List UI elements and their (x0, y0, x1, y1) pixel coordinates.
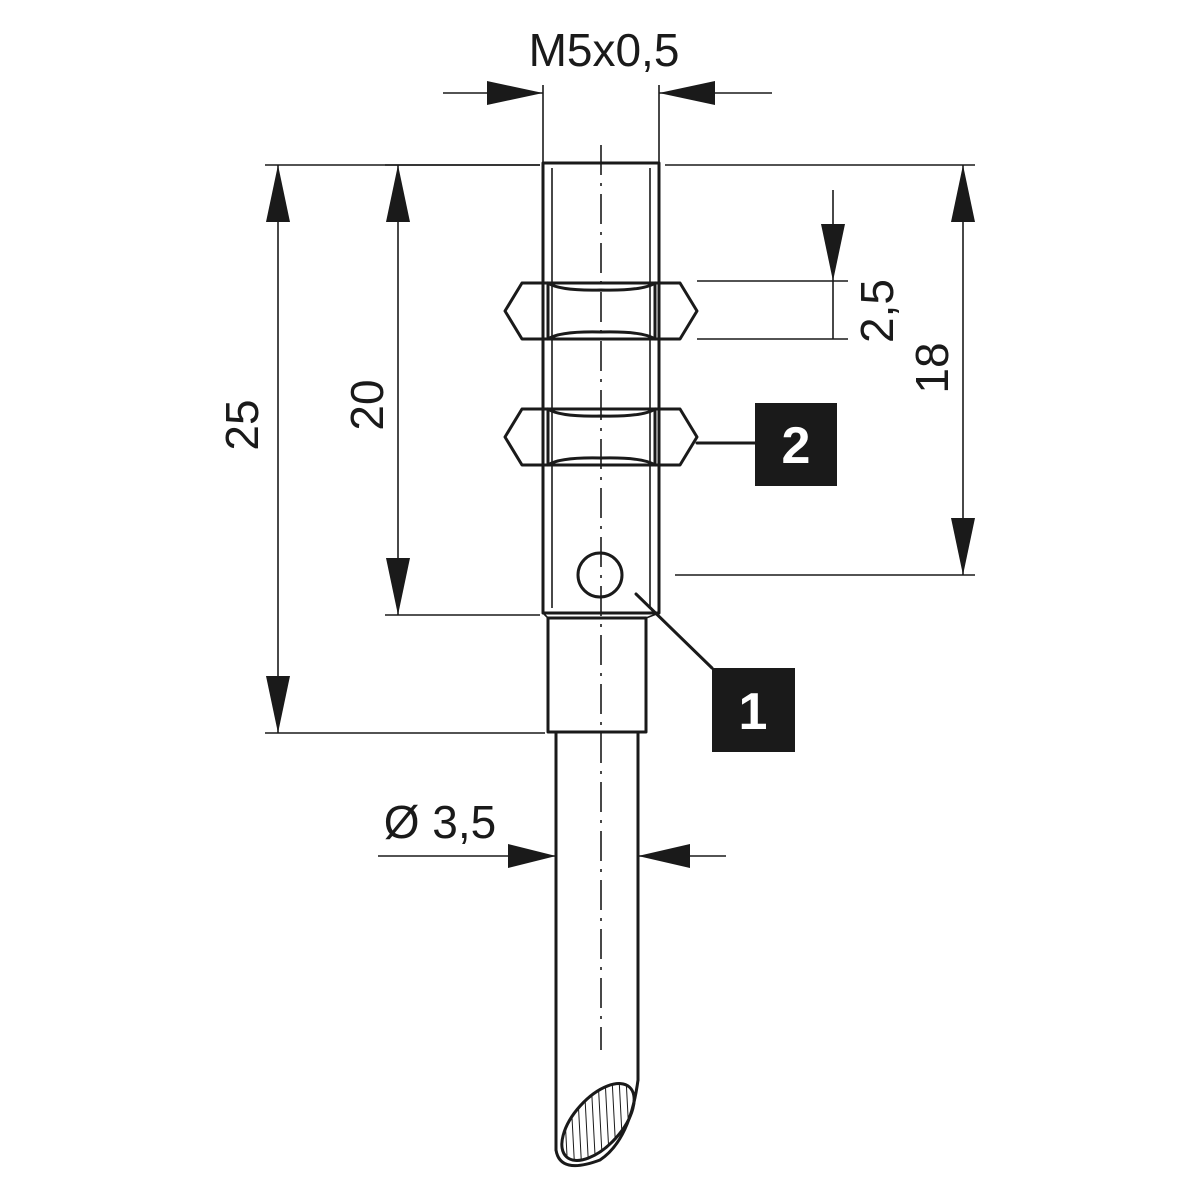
nut-height-dimension: 2,5 (697, 190, 903, 343)
cable (554, 730, 640, 1168)
cable-gland (542, 612, 660, 734)
body-length-dimension: 20 (341, 164, 540, 616)
cable-diameter-label: Ø 3,5 (384, 796, 497, 848)
callout-1-label: 1 (739, 683, 768, 741)
nut-spacing-dimension: 18 (665, 164, 975, 576)
thread-dimension: M5x0,5 (443, 24, 772, 163)
total-length-dimension: 25 (216, 164, 545, 734)
thread-label: M5x0,5 (529, 24, 680, 76)
nut-spacing-label: 18 (906, 342, 958, 393)
callout-2-label: 2 (782, 417, 811, 475)
callout-1: 1 (634, 592, 795, 752)
total-length-label: 25 (216, 399, 268, 450)
nut-height-label: 2,5 (851, 279, 903, 343)
callout-2: 2 (695, 403, 837, 486)
cable-diameter-dimension: Ø 3,5 (378, 796, 726, 868)
led-indicator (576, 551, 624, 599)
body-length-label: 20 (341, 379, 393, 430)
